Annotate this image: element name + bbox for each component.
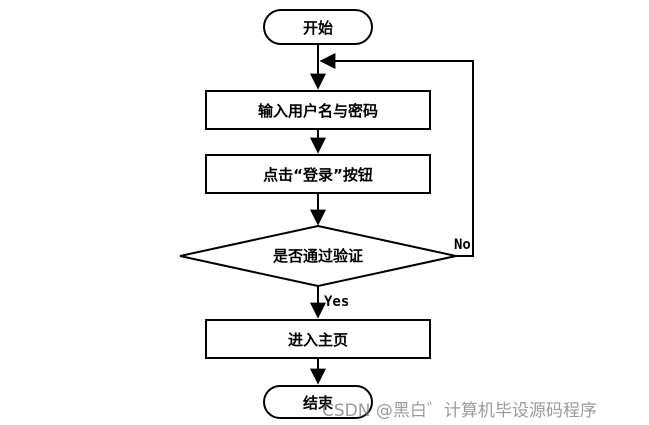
no-label: No	[454, 237, 471, 253]
decision-label: 是否通过验证	[272, 247, 363, 265]
yes-label: Yes	[324, 294, 349, 310]
watermark: CSDN @黑白゛计算机毕设源码程序	[322, 401, 597, 421]
end-terminal	[263, 385, 373, 419]
input-process	[205, 90, 431, 130]
edge-no-loop	[319, 53, 474, 257]
home-process	[205, 319, 431, 359]
click-label: 点击“登录”按钮	[263, 166, 373, 184]
end-label: 结束	[303, 394, 334, 412]
input-label: 输入用户名与密码	[258, 102, 378, 120]
start-label: 开始	[303, 19, 333, 37]
home-label: 进入主页	[288, 331, 348, 349]
